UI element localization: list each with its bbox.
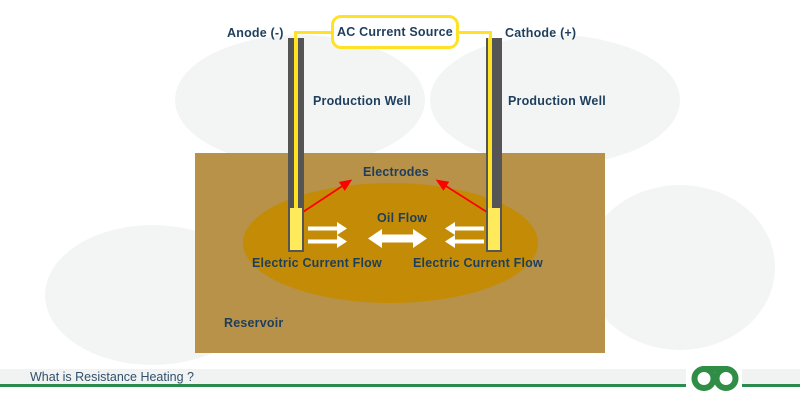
anode-label: Anode (-): [227, 26, 284, 40]
wire-right: [459, 31, 492, 34]
production-well-left: [288, 38, 304, 252]
well-conductor-right: [488, 38, 492, 210]
reservoir-label: Reservoir: [224, 316, 284, 330]
geeksforgeeks-logo-icon: [691, 366, 739, 391]
cathode-label: Cathode (+): [505, 26, 577, 40]
electric-current-flow-label-right: Electric Current Flow: [413, 256, 543, 270]
footer-bar: What is Resistance Heating ?: [0, 369, 686, 387]
oil-flow-label: Oil Flow: [377, 211, 428, 225]
wire-left: [295, 31, 331, 34]
background-watermark-shape: [585, 185, 775, 350]
footer-bar: [742, 369, 800, 387]
footer-title: What is Resistance Heating ?: [30, 370, 194, 384]
wire-right: [489, 31, 492, 41]
well-conductor-left: [294, 38, 298, 210]
wire-left: [294, 31, 297, 41]
electric-current-flow-label-left: Electric Current Flow: [252, 256, 382, 270]
background-watermark-shape: [430, 35, 680, 165]
ac-current-source-box: AC Current Source: [331, 15, 459, 49]
ac-current-source-label: AC Current Source: [337, 25, 453, 39]
production-well-label-left: Production Well: [313, 94, 411, 108]
production-well-label-right: Production Well: [508, 94, 606, 108]
electrodes-label: Electrodes: [363, 165, 429, 179]
production-well-right: [486, 38, 502, 252]
electrode-left: [290, 208, 302, 250]
electrode-right: [488, 208, 500, 250]
